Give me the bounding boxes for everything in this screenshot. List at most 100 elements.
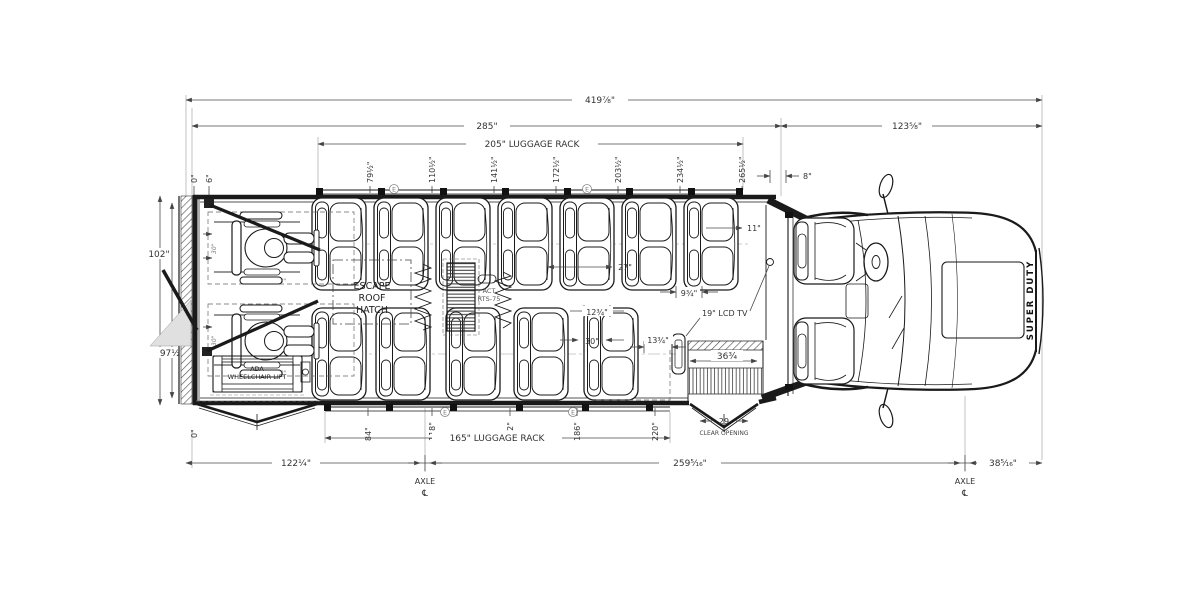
passenger-seat [375, 307, 431, 401]
entry-door-swing [689, 402, 759, 432]
dim-rear-overhang: 122¼" [281, 459, 311, 469]
escape-hatch-line3: HATCH [356, 305, 388, 316]
front-fender-bottom [799, 381, 869, 391]
exit-marker-4: E [571, 410, 575, 417]
dim-wheelbase: 259⁵⁄₁₆" [673, 459, 707, 469]
brand-super-duty: SUPER DUTY [1026, 260, 1036, 340]
passenger-seat [497, 197, 553, 291]
truck-cab: SUPER DUTY [785, 173, 1044, 429]
interior-dimensions: 27" 11" 9¾" 12¾" 30" 13¾" [547, 224, 761, 353]
front-bumper [1038, 247, 1044, 355]
wheelchair-occupant-1 [231, 211, 320, 285]
dim-seat-gap-27: 27" [618, 263, 632, 272]
passenger-seat [683, 197, 739, 291]
act-heater-unit: ACT RTS-75 [413, 258, 513, 336]
entry-door-area: 36¾ 29 CLEAR OPENING [671, 333, 764, 437]
ada-wheelchair-lift: ADA WHEELCHAIR LIFT [210, 355, 311, 396]
act-label-line1: ACT [483, 287, 496, 295]
belt-anchor-2 [202, 347, 212, 356]
dashboard [857, 219, 867, 383]
dim-door-clear-label: CLEAR OPENING [699, 430, 748, 437]
seat-row-top [311, 197, 739, 291]
seat-position-dims-top: 79½" 110½" 141½" 172½" 203½" 234½" 265½" [366, 156, 747, 193]
dim-overall-width: 102" [148, 250, 169, 260]
modesty-panel-dashed [596, 350, 671, 401]
windshield [897, 215, 906, 387]
wheelchair-area: 30" 30" 48" 48" [202, 199, 355, 378]
dim-door-clear-value: 29 [719, 417, 729, 426]
exit-marker-1: E [392, 187, 396, 194]
front-axle-label: AXLE [955, 477, 975, 486]
escape-roof-hatch: ESCAPE ROOF HATCH [332, 259, 412, 325]
escape-hatch-line1: ESCAPE [354, 281, 391, 292]
passenger-seat [373, 197, 429, 291]
dim-entry-width: 36¾ [717, 352, 737, 362]
securement-belt-1 [209, 203, 321, 252]
seat-dim-b5: 220" [651, 422, 660, 441]
entry-step-tread [687, 367, 764, 395]
front-fender-top [799, 211, 869, 221]
rear-axle-label: AXLE [415, 477, 435, 486]
dim-overall-length: 419⅞" [585, 96, 615, 106]
front-axle-centerline-symbol: ℄ [961, 489, 968, 499]
wc-space-width-1: 30" [211, 243, 218, 254]
ada-lift-label-line1: ADA [250, 365, 264, 373]
passenger-seat [583, 307, 639, 401]
dim-body-length: 285" [476, 122, 497, 132]
dim-rear-six: 6" [205, 174, 214, 183]
heater-grille [446, 262, 476, 332]
dim-top-luggage-rack: 205" LUGGAGE RACK [485, 140, 581, 150]
chassis-dimensions: 122¼" 259⁵⁄₁₆" 38⁵⁄₁₆" AXLE ℄ AXLE ℄ [185, 455, 1043, 499]
dim-rear-zero-bottom: 0" [190, 429, 199, 438]
seat-dim-2: 110½" [428, 156, 437, 183]
front-passenger-seat [793, 317, 855, 385]
rear-luggage-doors [196, 400, 320, 430]
rear-door-swing [149, 299, 192, 347]
rear-door-panel [161, 269, 199, 331]
rear-step-hatch [180, 195, 193, 405]
flex-duct-left [413, 263, 433, 331]
exit-markers: E E E E [389, 184, 592, 417]
seat-dim-5: 203½" [614, 156, 623, 183]
dim-front-section: 123⅝" [892, 122, 922, 132]
side-mirror-top [878, 173, 894, 215]
seat-dim-7: 265½" [738, 156, 747, 183]
seat-dim-6: 234½" [676, 156, 685, 183]
entry-header-hatch [687, 340, 764, 351]
ada-lift-label-line2: WHEELCHAIR LIFT [228, 373, 287, 381]
seat-dim-b1: 84" [364, 427, 373, 441]
dim-rear-door-width: 97½" [160, 349, 184, 359]
lcd-tv-unit [671, 333, 686, 375]
dim-cowl-gap: 8" [803, 172, 812, 181]
luggage-rack-bottom [324, 404, 670, 412]
luggage-rack-top [316, 188, 743, 195]
flex-duct-right [493, 271, 513, 329]
dim-rear-zero: 0" [190, 174, 199, 183]
lcd-tv-callout: 19" LCD TV [685, 258, 774, 337]
hood-panel [941, 261, 1025, 339]
act-label-line2: RTS-75 [478, 295, 501, 303]
wheelchair-space-1 [207, 211, 355, 285]
exit-marker-3: E [443, 410, 447, 417]
center-console [845, 283, 869, 319]
steering-wheel [855, 242, 889, 282]
driver-seat [793, 217, 855, 285]
lcd-tv-label: 19" LCD TV [702, 309, 748, 318]
escape-hatch-line2: ROOF [358, 293, 385, 304]
dim-seat-gap-30: 30" [585, 337, 599, 346]
side-mirror-bottom [878, 387, 894, 429]
passenger-seat [559, 197, 615, 291]
dim-cowl-gap-11: 11" [747, 224, 761, 233]
seat-dim-1: 79½" [366, 161, 375, 183]
belt-anchor-1 [204, 199, 214, 208]
wiper-2 [891, 327, 905, 350]
dim-gap-9-75: 9¾" [681, 289, 698, 298]
left-dimensions: 102" 97½" [143, 195, 190, 406]
passenger-seat [513, 307, 569, 401]
wheelchair-occupant-2 [231, 304, 320, 378]
wiper-1 [888, 295, 903, 319]
seat-dim-3: 141½" [490, 156, 499, 183]
exit-marker-2: E [585, 187, 589, 194]
